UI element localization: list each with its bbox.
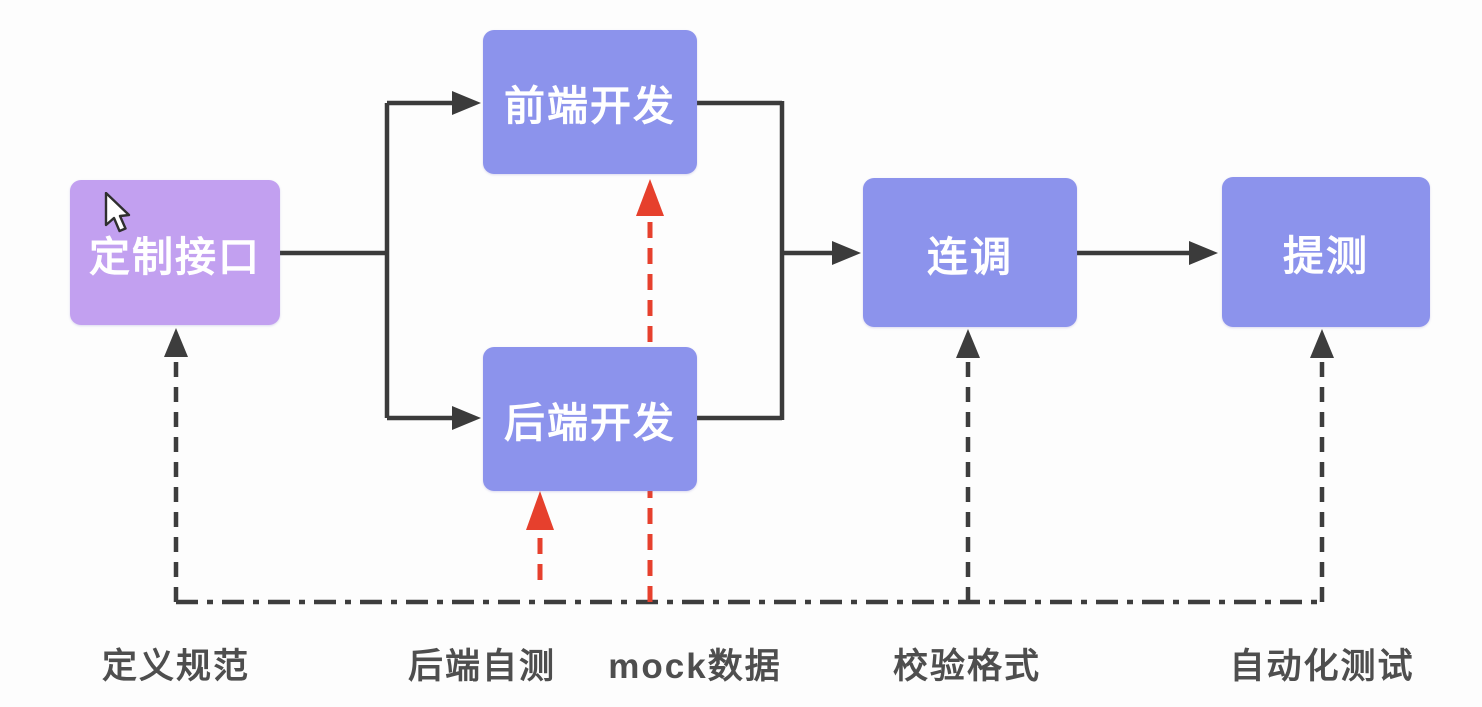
node-joint-debug-label: 连调 [927,233,1013,280]
node-frontend-dev: 前端开发 [483,30,697,174]
node-define-interface-label: 定制接口 [89,233,261,280]
node-define-interface: 定制接口 [70,180,280,325]
red-arrowheads [526,179,664,530]
annotation-backend-selftest: 后端自测 [407,647,557,686]
node-backend-dev: 后端开发 [483,347,697,491]
mouse-cursor-icon [104,192,131,233]
solid-arrowheads [452,91,1218,430]
dashed-arrowheads [164,328,1334,358]
node-frontend-dev-label: 前端开发 [504,83,676,129]
annotation-define-spec: 定义规范 [101,647,251,686]
annotation-validate-format: 校验格式 [892,647,1042,686]
node-backend-dev-label: 后端开发 [504,400,676,446]
annotation-automated-test: 自动化测试 [1229,647,1415,686]
node-submit-test-label: 提测 [1283,233,1369,279]
solid-flow-lines [280,100,1189,421]
node-joint-debug: 连调 [863,178,1077,327]
dashed-feedback-lines [173,357,1325,602]
node-submit-test: 提测 [1222,177,1430,327]
annotation-mock-data: mock数据 [608,647,782,686]
